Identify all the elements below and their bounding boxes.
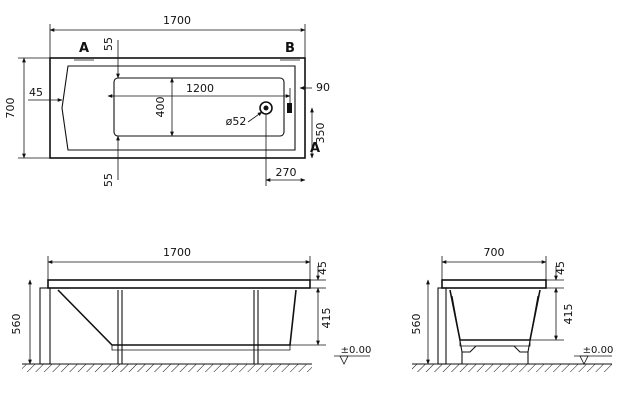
dim-side-length: 1700	[163, 246, 191, 259]
dim-side-depth: 415	[320, 308, 333, 329]
dim-drain-from-side: 350	[314, 123, 327, 144]
section-label-b: B	[285, 41, 295, 56]
dim-end-rim: 45	[554, 261, 567, 275]
dim-end-depth: 415	[562, 304, 575, 325]
side-floor-level: ±0.00	[341, 345, 372, 356]
side-basin-profile	[57, 289, 297, 346]
overflow-mark	[287, 103, 292, 113]
top-outer-rim	[49, 57, 306, 159]
section-label-a-right: A	[310, 141, 320, 156]
dim-side-rim: 45	[316, 261, 329, 275]
end-basin-profile	[449, 289, 541, 341]
section-label-a-top: A	[79, 41, 89, 56]
dim-side-height: 560	[10, 314, 23, 335]
top-view: 1700 700 55 55 45 1200 400 ø52 90 350	[4, 14, 330, 187]
end-rim	[441, 279, 547, 289]
dim-drain-diameter: ø52	[226, 115, 247, 128]
dim-rim-side: 45	[29, 86, 43, 99]
dim-inner-length: 1200	[186, 82, 214, 95]
dim-drain-from-end: 270	[276, 166, 297, 179]
side-apron	[39, 287, 51, 365]
end-floor-hatch	[412, 364, 612, 372]
dim-rim-bottom: 55	[102, 173, 115, 187]
dim-top-width: 700	[4, 98, 17, 119]
end-floor-level: ±0.00	[583, 345, 614, 356]
dim-drain-offset: 90	[316, 81, 330, 94]
dim-inner-width: 400	[154, 97, 167, 118]
dim-rim-top: 55	[102, 37, 115, 51]
top-basin-floor	[113, 77, 285, 137]
side-rim	[47, 279, 311, 289]
end-view: 700 560 45 415 ±0.00	[410, 246, 613, 372]
end-apron	[437, 287, 447, 365]
dim-end-height: 560	[410, 314, 423, 335]
side-view: 1700 560 45 415 ±0.00	[10, 246, 371, 372]
dim-end-width: 700	[484, 246, 505, 259]
side-floor-hatch	[22, 364, 312, 372]
drain-center	[263, 105, 269, 111]
dim-top-length: 1700	[163, 14, 191, 27]
end-leg-frame	[451, 295, 539, 353]
top-inner-basin	[61, 65, 296, 151]
